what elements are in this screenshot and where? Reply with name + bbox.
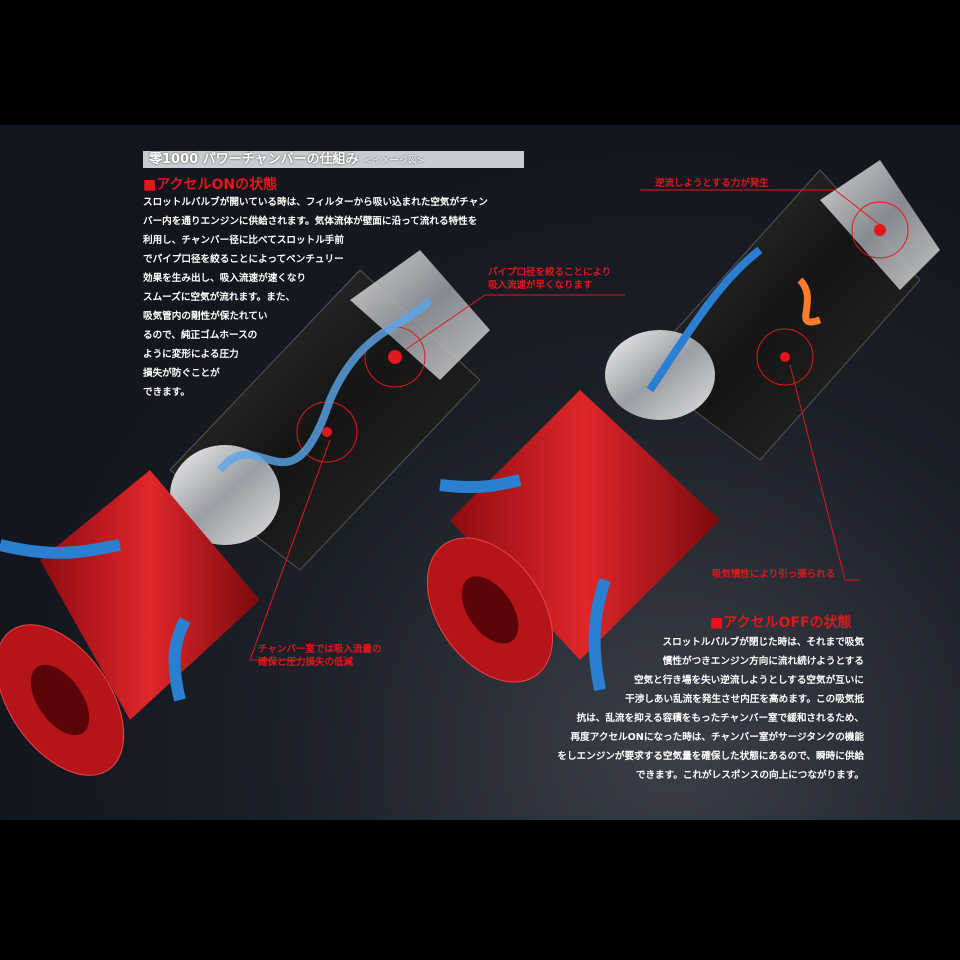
leader-backflow [640,189,881,226]
accel-off-line: 空気と行き場を失い逆流しようとしする空気が互いに [633,675,864,686]
leader-pipe [404,294,625,351]
leader-inertia [789,364,860,581]
title-main: 零1000 パワーチャンバーの仕組み [149,152,359,167]
accel-on-heading: ■アクセルONの状態 [143,177,278,193]
note-pipe: パイプ口径を絞ることにより 吸入流速が早くなります [488,267,612,291]
leader-chamber [249,439,331,661]
accel-on-line: スロットルバルブが開いている時は、フィルターから吸い込まれた空気がチャン [143,197,488,208]
accel-off-line: 再度アクセルONになった時は、チャンバー室がサージタンクの機能 [570,732,864,743]
accel-off-text: スロットルバルブが閉じた時は、それまで吸気慣性がつきエンジン方向に流れ続けようと… [557,633,864,785]
accel-on-line: 利用し、チャンバー径に比べてスロットル手前 [143,235,344,246]
accel-off-line: 慣性がつきエンジン方向に流れ続けようとする [662,656,864,667]
accel-off-line: スロットルバルブが閉じた時は、それまで吸気 [662,637,864,648]
accel-off-line: 抗は、乱流を抑える容積をもったチャンバー室で緩和されるため、 [576,713,864,724]
note-backflow: 逆流しようとする力が発生 [655,178,769,189]
right-chamber [426,160,940,692]
accel-off-line: をしエンジンが要求する空気量を確保した状態にあるので、瞬時に供給 [557,751,864,762]
accel-off-line: 干渉しあい乱流を発生させ内圧を高めます。この吸気抵 [625,694,864,705]
note-chamber: チャンバー室では吸入流量の 確保と圧力損失の低減 [258,644,382,668]
title-sub: <イメージ図> [364,156,425,166]
accel-on-line: バー内を通りエンジンに供給されます。気体流体が壁面に沿って流れる特性を [143,216,478,227]
accel-on-line: ように変形による圧力 [143,349,239,360]
accel-on-line: 効果を生み出し、吸入流速が速くなり [143,273,307,284]
left-chamber [0,250,490,776]
accel-on-text: スロットルバルブが開いている時は、フィルターから吸い込まれた空気がチャンバー内を… [143,193,488,402]
accel-on-line: できます。 [143,387,191,398]
accel-on-line: 損失が防ぐことが [143,368,220,379]
accel-off-line: できます。これがレスポンスの向上につながります。 [635,770,864,781]
accel-on-line: るので、純正ゴムホースの [143,330,258,341]
diagram-title: 零1000 パワーチャンバーの仕組み <イメージ図> [143,151,524,168]
accel-on-line: でパイプ口径を絞ることによってベンチュリー [143,254,344,265]
accel-on-line: スムーズに空気が流れます。また、 [143,292,296,303]
accel-off-heading: ■アクセルOFFの状態 [710,615,852,631]
note-inertia: 吸気慣性により引っ張られる [712,569,836,580]
accel-on-line: 吸気管内の剛性が保たれてい [143,311,268,322]
